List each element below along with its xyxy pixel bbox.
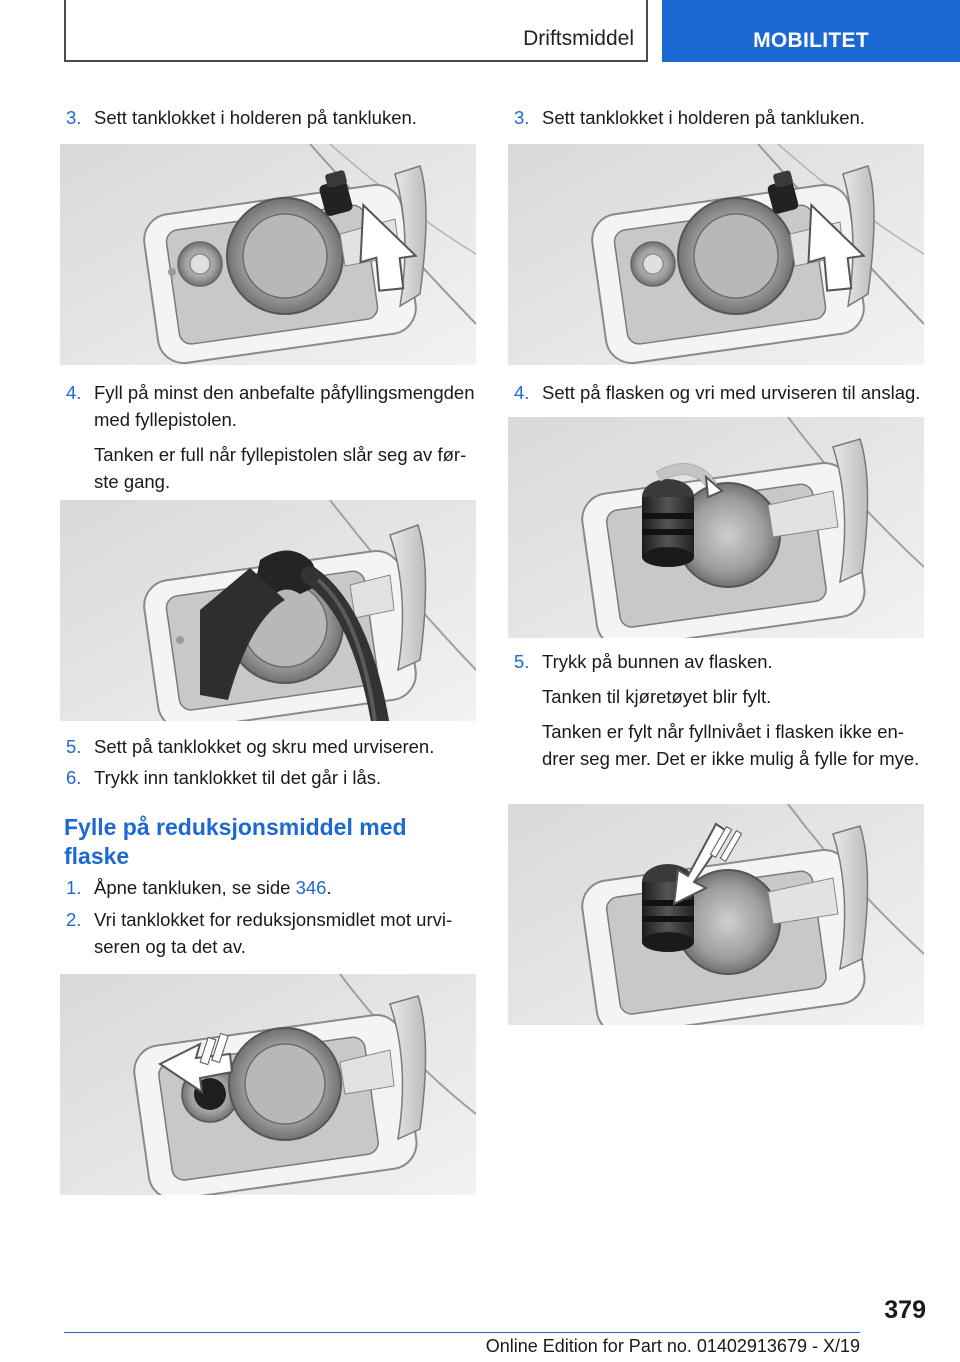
left-step-2: 2. Vri tanklokket for reduksjonsmidlet m… [60,906,476,960]
step-note: Tanken er full når fyllepistolen slår se… [94,444,467,492]
step-note-1: Tanken til kjøretøyet blir fylt. [542,686,772,707]
left-step-4: 4. Fyll på minst den anbefalte påfylling… [60,379,476,495]
footer-edition: Online Edition for Part no. 01402913679 … [485,1336,860,1356]
step-number: 5. [514,651,530,672]
left-step-5: 5. Sett på tanklokket og skru med urvise… [60,733,476,760]
figure-press-bottle [508,804,924,1025]
right-step-4: 4. Sett på flasken og vri med urviseren … [508,379,924,406]
page-link[interactable]: 346 [295,877,327,898]
step-text: Sett på tanklokket og skru med urviseren… [94,736,435,757]
section-tab: Driftsmiddel [64,0,648,62]
step-number: 3. [66,107,82,128]
step-number: 6. [66,767,82,788]
right-step-3: 3. Sett tanklokket i holderen på tankluk… [508,104,924,131]
page-number: 379 [884,1296,926,1324]
right-step-5: 5. Trykk på bunnen av flasken. Tanken ti… [508,648,924,772]
figure-fuel-nozzle [60,500,476,721]
step-text: Trykk på bunnen av flasken. [542,651,773,672]
section-title: Driftsmiddel [523,27,634,50]
step-text: Sett på flasken og vri med urviseren til… [542,382,921,403]
figure-screw-bottle [508,417,924,638]
figure-cap-in-holder [60,144,476,365]
chapter-title: MOBILITET [753,29,869,52]
step-text: Fyll på minst den anbefalte påfyllingsme… [94,382,475,430]
figure-remove-cap [60,974,476,1195]
left-step-3: 3. Sett tanklokket i holderen på tankluk… [60,104,476,131]
step-number: 1. [66,877,82,898]
footer-divider [64,1332,860,1333]
step-text: Sett tanklokket i holderen på tankluken. [94,107,417,128]
step-number: 4. [66,382,82,403]
left-step-6: 6. Trykk inn tanklokket til det går i lå… [60,764,476,791]
section-heading: Fylle på reduksjonsmiddel med flaske [64,814,407,869]
step-text-main: Åpne tankluken, se side [94,877,296,898]
step-text-end: . [326,877,332,898]
figure-cap-in-holder-2 [508,144,924,365]
chapter-tab: MOBILITET [662,0,960,62]
step-text: Vri tanklokket for reduksjonsmidlet mot … [94,909,453,957]
step-number: 3. [514,107,530,128]
left-step-1: 1. Åpne tankluken, se side 346. [60,874,476,901]
step-number: 4. [514,382,530,403]
step-number: 5. [66,736,82,757]
step-note-2: Tanken er fylt når fyllnivået i flasken … [542,721,920,769]
step-number: 2. [66,909,82,930]
step-text: Sett tanklokket i holderen på tankluken. [542,107,865,128]
step-text: Åpne tankluken, se side 346. [94,874,476,901]
step-text: Trykk inn tanklokket til det går i lås. [94,767,382,788]
